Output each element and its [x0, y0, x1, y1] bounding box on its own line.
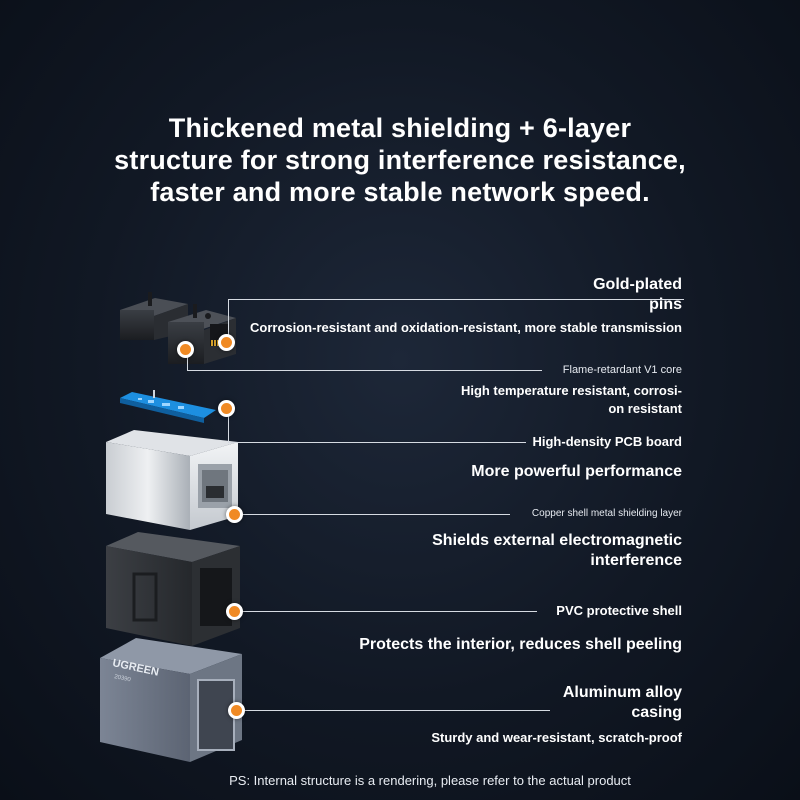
aluminum-casing-illustration: UGREEN 20390: [100, 638, 242, 762]
pcb-board-illustration: [120, 390, 216, 423]
headline-line-1: Thickened metal shielding + 6-layer: [168, 113, 632, 143]
pcb-title: High-density PCB board: [532, 434, 682, 449]
aluminum-leader: [238, 710, 550, 711]
core-description: High temperature resistant, corrosi- on …: [461, 382, 682, 418]
headline: Thickened metal shielding + 6-layer stru…: [0, 112, 800, 208]
pvc-leader: [236, 611, 537, 612]
copper-leader: [236, 514, 510, 515]
headline-line-3: faster and more stable network speed.: [150, 177, 650, 207]
gold-pins-leader-horizontal: [228, 299, 684, 300]
pvc-description: Protects the interior, reduces shell pee…: [359, 636, 682, 653]
pcb-marker: [218, 400, 235, 417]
footnote: PS: Internal structure is a rendering, p…: [229, 773, 631, 788]
core-leader: [187, 370, 542, 371]
gold-pins-leader: [228, 299, 229, 344]
core-description-line-2: on resistant: [608, 401, 682, 416]
aluminum-title-line-2: casing: [631, 704, 682, 721]
gold-pins-marker: [218, 334, 235, 351]
copper-title: Copper shell metal shielding layer: [531, 508, 682, 519]
aluminum-title-line-1: Aluminum alloy: [562, 684, 682, 701]
gold-pins-title-line-1: Gold-plated: [593, 276, 682, 293]
core-title: Flame-retardant V1 core: [562, 364, 682, 376]
pcb-description: More powerful performance: [471, 463, 682, 480]
pcb-leader-vertical: [228, 408, 229, 442]
copper-description-line-1: Shields external electromagnetic: [432, 532, 682, 549]
copper-shield-illustration: [106, 430, 238, 530]
gold-pins-title-line-2: pins: [649, 296, 682, 313]
aluminum-description: Sturdy and wear-resistant, scratch-proof: [431, 730, 682, 745]
model-number-text: 20390: [114, 674, 132, 683]
core-marker: [177, 341, 194, 358]
copper-description: Shields external electromagnetic interfe…: [432, 531, 682, 571]
copper-description-line-2: interference: [590, 552, 682, 569]
core-modules-illustration: [120, 292, 236, 364]
pvc-shell-illustration: [106, 532, 240, 646]
pvc-title: PVC protective shell: [556, 603, 682, 618]
copper-marker: [226, 506, 243, 523]
aluminum-title: Aluminum alloy casing: [563, 683, 682, 723]
core-leader-vertical: [187, 351, 188, 370]
pvc-marker: [226, 603, 243, 620]
gold-pins-title: Gold-plated pins: [593, 275, 682, 315]
gold-pins-description: Corrosion-resistant and oxidation-resist…: [250, 320, 682, 335]
headline-line-2: structure for strong interference resist…: [114, 145, 686, 175]
core-description-line-1: High temperature resistant, corrosi-: [460, 383, 682, 398]
pcb-leader: [228, 442, 526, 443]
aluminum-marker: [228, 702, 245, 719]
